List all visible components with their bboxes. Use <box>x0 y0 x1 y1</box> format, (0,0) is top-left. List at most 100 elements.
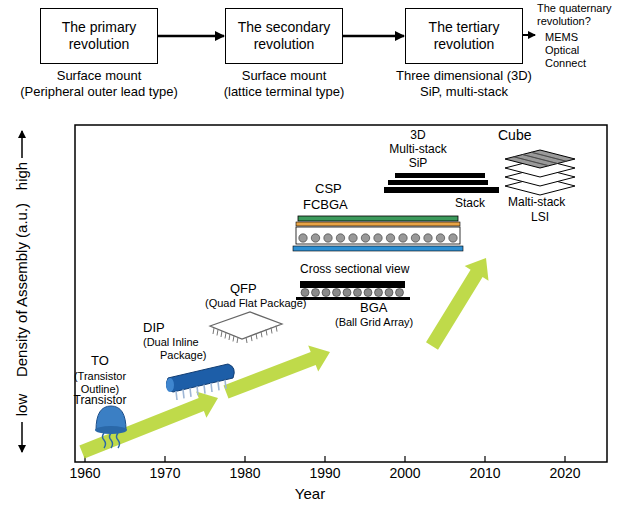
chart-label: Cross sectional view <box>300 263 409 277</box>
caption-line: SiP, multi-stack <box>349 84 579 100</box>
cube-grid <box>523 155 558 164</box>
cube-grid <box>514 157 549 166</box>
qfp-pin <box>225 333 226 339</box>
cube-grid <box>531 152 566 161</box>
chart-label: Package) <box>160 349 206 362</box>
x-ticks <box>85 456 565 462</box>
chart-label: SiP <box>409 157 428 171</box>
dip-pin <box>211 383 212 392</box>
qfp-pin <box>217 330 218 336</box>
chart-label: Malti-stack <box>508 196 565 210</box>
csp-ball <box>399 234 407 242</box>
chart-label: QFP <box>230 282 257 297</box>
dip-pin <box>204 385 205 394</box>
csp-ball <box>411 234 419 242</box>
transistor-lead <box>110 433 113 448</box>
chart-label: DIP <box>143 321 165 336</box>
dip-pin <box>197 386 198 395</box>
chart-label: Density of Assembly (a.u.) <box>13 203 30 377</box>
csp-ball <box>361 234 369 242</box>
qfp-pin <box>276 326 277 332</box>
csp-ball <box>374 234 382 242</box>
caption-line: (Peripheral outer lead type) <box>0 84 214 100</box>
csp-ball <box>299 234 307 242</box>
bga-board <box>296 297 410 300</box>
cube-grid <box>523 155 558 164</box>
axis-up-arrow <box>21 131 23 158</box>
transistor-rim <box>95 426 127 434</box>
caption-line: Surface mount <box>169 68 399 84</box>
qfp-pin <box>271 328 272 334</box>
plot-frame <box>75 125 607 462</box>
trend-arrow <box>224 345 331 398</box>
trend-arrow <box>426 258 489 350</box>
bga-package <box>300 281 405 288</box>
caption-line: Three dimensional (3D) <box>349 68 579 84</box>
box-caption: Three dimensional (3D)SiP, multi-stack <box>349 68 579 101</box>
dip-pin <box>183 389 184 398</box>
qfp-pin <box>221 331 222 337</box>
dip-pin <box>190 388 191 397</box>
chart-label: LSI <box>531 211 549 225</box>
stack-layer <box>395 173 485 178</box>
box-heading: The tertiary revolution <box>406 17 522 55</box>
bga-ball <box>312 289 320 297</box>
csp-ball <box>324 234 332 242</box>
cube-grid <box>531 152 566 161</box>
qfp-pin <box>261 331 262 337</box>
box-heading: The secondary revolution <box>226 17 342 55</box>
chart-label: Multi-stack <box>389 143 446 157</box>
csp-ball <box>386 234 394 242</box>
cube-layer <box>505 150 575 168</box>
qfp-pin <box>256 333 257 339</box>
chart-label: The quaternary revolution? <box>537 2 621 27</box>
csp-ball <box>449 234 457 242</box>
chart-label: (Transistor <box>74 370 126 383</box>
chart-label: 2000 <box>389 465 420 481</box>
stack-layer <box>388 180 488 185</box>
transistor-lead <box>103 433 106 448</box>
bga-ball <box>322 289 330 297</box>
chart-label: MEMS <box>545 31 578 44</box>
csp-die <box>298 216 458 221</box>
cube-stack <box>505 150 575 195</box>
revolution-box: The primary revolutionSurface mount(Peri… <box>40 8 158 64</box>
caption-line: Surface mount <box>0 68 214 84</box>
chart-label: Transistor <box>74 394 127 408</box>
csp-ball <box>436 234 444 242</box>
bga-ball <box>364 289 372 297</box>
chart-label: (Quad Flat Package) <box>205 297 307 310</box>
csp-interposer <box>296 227 460 244</box>
revolution-box: The tertiary revolutionThree dimensional… <box>405 8 523 64</box>
chart-label: 1980 <box>229 465 260 481</box>
qfp-pin <box>213 328 214 334</box>
dip-body <box>166 364 234 392</box>
bga-ball <box>333 289 341 297</box>
dip-pin <box>225 380 226 389</box>
qfp-pin <box>237 337 238 343</box>
caption-line: (lattice terminal type) <box>169 84 399 100</box>
chart-label: 3D <box>410 129 425 143</box>
csp-board <box>293 246 463 251</box>
trend-arrows <box>79 258 488 459</box>
qfp-pin <box>246 337 247 343</box>
chart-label: 2010 <box>469 465 500 481</box>
csp-ball <box>311 234 319 242</box>
chart-label: Optical <box>545 44 579 57</box>
chart-label: 1960 <box>69 465 100 481</box>
chart-label: Year <box>295 485 325 502</box>
qfp-body <box>210 312 282 339</box>
chart-label: BGA <box>360 301 387 316</box>
chart-label: Connect <box>545 57 586 70</box>
dip-end <box>166 378 174 392</box>
csp-ball <box>336 234 344 242</box>
csp-substrate <box>296 222 460 226</box>
chart-label: 2020 <box>549 465 580 481</box>
bga-ball <box>301 289 309 297</box>
chart-label: Cube <box>498 127 531 143</box>
box-caption: Surface mount(Peripheral outer lead type… <box>0 68 214 101</box>
chart-label: Stack <box>455 197 485 211</box>
flow-arrow <box>343 35 404 38</box>
bga-ball <box>343 289 351 297</box>
